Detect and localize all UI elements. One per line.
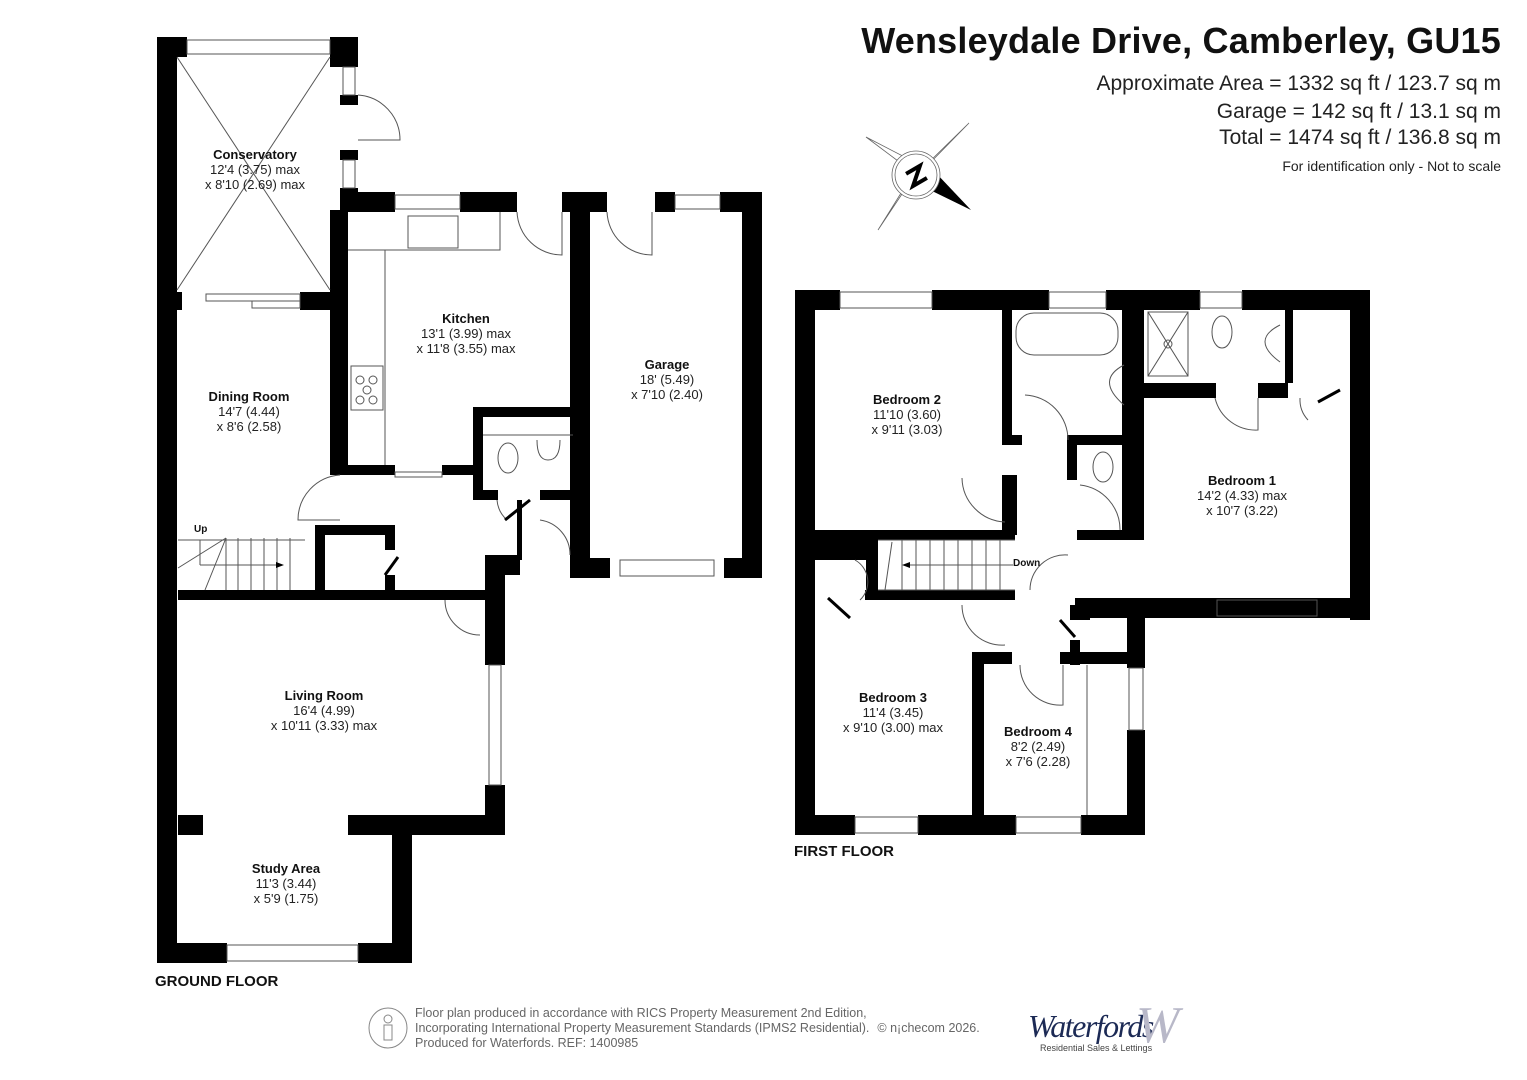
room-dim: x 8'6 (2.58) [216, 419, 282, 434]
total-area: Total = 1474 sq ft / 136.8 sq m [1219, 126, 1501, 149]
room-dining-room: Dining Room 14'7 (4.44) x 8'6 (2.58) [209, 389, 290, 434]
room-study-area: Study Area 11'3 (3.44) x 5'9 (1.75) [252, 861, 320, 906]
room-dim: 13'1 (3.99) max [421, 326, 511, 341]
room-bedroom-1: Bedroom 1 14'2 (4.33) max x 10'7 (3.22) [1197, 473, 1287, 518]
door-leaves [383, 388, 1341, 638]
room-bedroom-3: Bedroom 3 11'4 (3.45) x 9'10 (3.00) max [843, 690, 943, 735]
room-name: Bedroom 4 [1004, 724, 1072, 739]
room-dim: x 10'7 (3.22) [1206, 503, 1278, 518]
first-floor-walls [795, 290, 1370, 835]
garage-area: Garage = 142 sq ft / 13.1 sq m [1216, 100, 1501, 123]
room-bedroom-4: Bedroom 4 8'2 (2.49) x 7'6 (2.28) [1004, 724, 1072, 769]
room-dim: x 5'9 (1.75) [253, 891, 319, 906]
room-dim: 14'2 (4.33) max [1197, 488, 1287, 503]
approximate-area: Approximate Area = 1332 sq ft / 123.7 sq… [1096, 72, 1502, 95]
brand-tagline: Residential Sales & Lettings [1040, 1043, 1153, 1053]
room-dim: 18' (5.49) [639, 372, 695, 387]
room-dim: 11'3 (3.44) [255, 876, 317, 891]
footer-disclaimer: Floor plan produced in accordance with R… [415, 1006, 980, 1051]
compass-north-icon [865, 122, 971, 231]
room-bedroom-2: Bedroom 2 11'10 (3.60) x 9'11 (3.03) [872, 392, 943, 437]
room-dim: x 11'8 (3.55) max [416, 341, 516, 356]
room-kitchen: Kitchen 13'1 (3.99) max x 11'8 (3.55) ma… [416, 311, 515, 356]
room-name: Bedroom 2 [873, 392, 941, 407]
room-name: Study Area [251, 861, 321, 876]
room-name: Bedroom 1 [1208, 473, 1276, 488]
brand-logo: W Waterfords Residential Sales & Letting… [1028, 997, 1179, 1054]
room-dim: x 8'10 (2.69) max [204, 177, 306, 192]
ground-floor-fixtures [176, 39, 721, 962]
room-dim: x 9'10 (3.00) max [842, 720, 944, 735]
footer-line: Produced for Waterfords. REF: 1400985 [415, 1036, 639, 1050]
stair-down-label: Down [1013, 558, 1041, 569]
brand-name: Waterfords [1028, 1008, 1154, 1044]
copyright: © n¡checom 2026. [877, 1021, 980, 1035]
room-name: Living Room [284, 688, 364, 703]
room-dim: 11'10 (3.60) [872, 407, 942, 422]
room-name: Kitchen [442, 311, 490, 326]
ground-floor-walls [157, 37, 762, 963]
room-name: Dining Room [208, 389, 290, 404]
first-floor-fixtures [839, 291, 1318, 834]
room-name: Conservatory [213, 147, 297, 162]
room-conservatory: Conservatory 12'4 (3.75) max x 8'10 (2.6… [205, 147, 305, 192]
room-dim: 12'4 (3.75) max [210, 162, 300, 177]
stair-up-label: Up [194, 524, 208, 535]
room-dim: 14'7 (4.44) [218, 404, 280, 419]
room-dim: 11'4 (3.45) [862, 705, 924, 720]
first-floor-label: FIRST FLOOR [794, 843, 894, 860]
room-dim: x 10'11 (3.33) max [270, 718, 378, 733]
room-living-room: Living Room 16'4 (4.99) x 10'11 (3.33) m… [271, 688, 377, 733]
room-dim: 16'4 (4.99) [293, 703, 355, 718]
ground-floor-label: GROUND FLOOR [155, 973, 279, 990]
footer-line: Incorporating International Property Mea… [415, 1021, 870, 1035]
page-title: Wensleydale Drive, Camberley, GU15 [861, 20, 1501, 61]
person-icon [368, 1007, 408, 1049]
room-dim: 8'2 (2.49) [1010, 739, 1066, 754]
room-dim: x 7'10 (2.40) [631, 387, 703, 402]
stair-arrow [276, 562, 284, 568]
room-dim: x 9'11 (3.03) [871, 422, 943, 437]
scale-note: For identification only - Not to scale [1282, 158, 1501, 174]
room-name: Garage [644, 357, 690, 372]
room-dim: x 7'6 (2.28) [1005, 754, 1071, 769]
room-name: Bedroom 3 [859, 690, 927, 705]
room-garage: Garage 18' (5.49) x 7'10 (2.40) [631, 357, 703, 402]
stair-arrow [902, 562, 910, 568]
footer-line: Floor plan produced in accordance with R… [415, 1006, 867, 1020]
brand-mark: W [1136, 997, 1180, 1054]
